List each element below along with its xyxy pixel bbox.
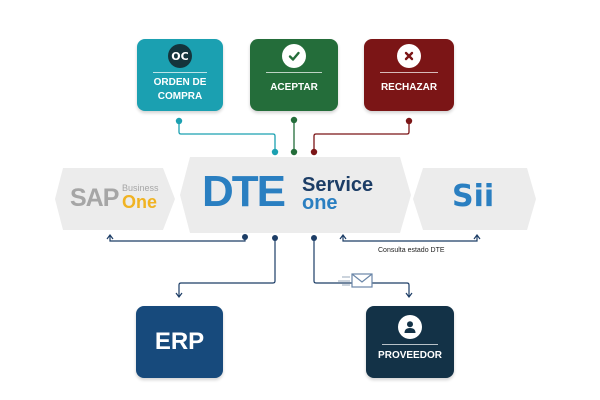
tile-divider bbox=[153, 72, 207, 73]
sii-text: Sii bbox=[452, 179, 495, 214]
envelope-icon bbox=[338, 273, 373, 288]
sap-banner bbox=[55, 168, 175, 230]
aceptar-connector-start-dot bbox=[290, 116, 298, 124]
oc-badge-icon: OC bbox=[168, 44, 192, 68]
tile-divider bbox=[382, 344, 438, 345]
tile-divider bbox=[266, 72, 322, 73]
orden-de-compra-label-line1: ORDEN DE bbox=[153, 77, 207, 88]
sap-text: SAP bbox=[70, 184, 119, 212]
rechazar-tile[interactable]: RECHAZAR bbox=[364, 39, 454, 111]
dte-service-one-logo: DTE Service one bbox=[200, 167, 400, 220]
sii-banner bbox=[413, 168, 536, 230]
oc-connector-start-dot bbox=[175, 117, 183, 125]
aceptar-label: ACEPTAR bbox=[270, 82, 318, 93]
dte-to-sap-dot bbox=[242, 234, 248, 240]
x-icon bbox=[397, 44, 421, 68]
dte-service-banner bbox=[180, 157, 411, 233]
consulta-estado-label: Consulta estado DTE bbox=[378, 247, 445, 254]
proveedor-tile[interactable]: PROVEEDOR bbox=[366, 306, 454, 378]
dte-to-erp-connector bbox=[175, 238, 276, 298]
dte-to-proveedor-dot bbox=[311, 235, 317, 241]
orden-de-compra-label: ORDEN DE COMPRA bbox=[141, 76, 219, 104]
service-text: Service bbox=[302, 174, 374, 196]
aceptar-tile[interactable]: ACEPTAR bbox=[250, 39, 338, 111]
rechazar-label: RECHAZAR bbox=[380, 82, 438, 93]
one-text: One bbox=[122, 192, 158, 212]
erp-tile[interactable]: ERP bbox=[136, 306, 223, 378]
oc-badge-text: OC bbox=[171, 49, 189, 63]
oc-connector-end-dot bbox=[271, 148, 279, 156]
dte-sii-connector bbox=[339, 234, 481, 242]
sii-logo: Sii bbox=[452, 180, 502, 216]
orden-de-compra-label-line2: COMPRA bbox=[157, 91, 203, 102]
rechazar-connector bbox=[313, 121, 410, 152]
rechazar-connector-end-dot bbox=[310, 148, 318, 156]
user-icon bbox=[398, 315, 422, 339]
check-icon bbox=[282, 44, 306, 68]
business-text: Business bbox=[122, 183, 159, 193]
rechazar-connector-start-dot bbox=[405, 117, 413, 125]
dte-text: DTE bbox=[202, 167, 286, 216]
proveedor-label: PROVEEDOR bbox=[378, 350, 442, 361]
dte-to-erp-dot bbox=[272, 235, 278, 241]
aceptar-connector-end-dot bbox=[290, 148, 298, 156]
dte-to-sap-connector bbox=[106, 234, 246, 242]
sap-business-one-logo: SAP Business One bbox=[70, 183, 170, 219]
one-text-dte: one bbox=[302, 192, 338, 214]
erp-label: ERP bbox=[154, 328, 205, 355]
tile-divider bbox=[380, 72, 438, 73]
orden-de-compra-tile[interactable]: OC ORDEN DE COMPRA bbox=[137, 39, 223, 111]
oc-connector bbox=[178, 121, 276, 152]
